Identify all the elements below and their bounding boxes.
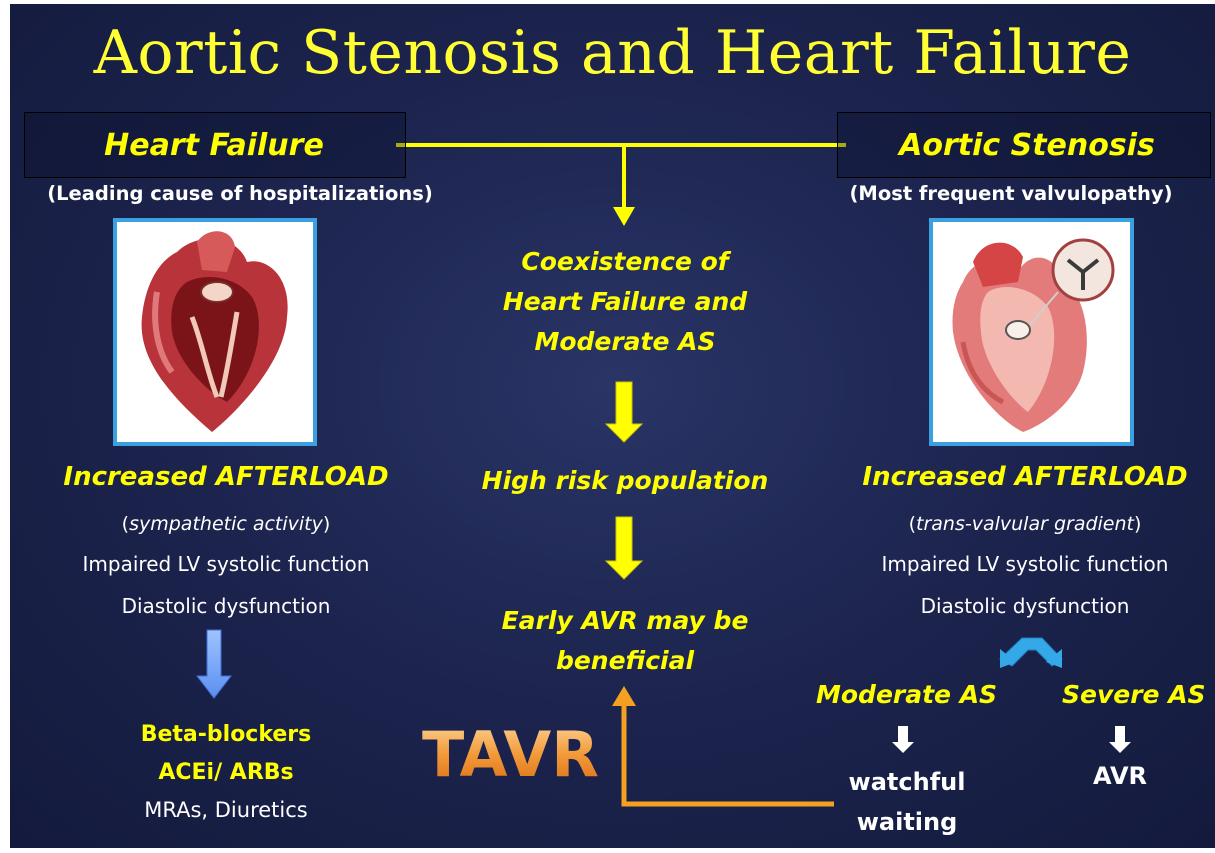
treatment-acei-arbs: ACEi/ ARBs: [26, 760, 426, 785]
heart-failure-subheading: (Leading cause of hospitalizations): [14, 182, 466, 205]
white-down-arrow-icon: [1109, 726, 1131, 753]
feedback-arrow-line: [624, 704, 834, 804]
white-down-arrow-icon: [892, 726, 914, 753]
left-line2: Diastolic dysfunction: [26, 594, 426, 618]
right-line1: Impaired LV systolic function: [840, 552, 1210, 576]
right-afterload: Increased AFTERLOAD: [840, 462, 1210, 492]
coexistence-text: Coexistence of Heart Failure and Moderat…: [450, 242, 800, 362]
blue-down-arrow-icon: [197, 630, 231, 698]
block-arrow-icon: [606, 517, 642, 579]
risk-text: High risk population: [430, 466, 820, 495]
left-cause: (sympathetic activity): [26, 513, 426, 535]
right-line2: Diastolic dysfunction: [840, 594, 1210, 618]
severe-as-label: Severe AS: [1062, 680, 1206, 709]
block-arrow-icon: [606, 382, 642, 442]
left-line1: Impaired LV systolic function: [26, 552, 426, 576]
heart-failure-image: [113, 218, 317, 446]
treatment-beta-blockers: Beta-blockers: [26, 722, 426, 747]
aortic-stenosis-subheading: (Most frequent valvulopathy): [810, 182, 1212, 205]
heart-failure-heading: Heart Failure: [24, 128, 404, 163]
left-afterload: Increased AFTERLOAD: [26, 462, 426, 492]
moderate-as-label: Moderate AS: [816, 680, 997, 709]
aortic-stenosis-illustration-icon: [933, 222, 1130, 442]
right-cause: (trans-valvular gradient): [840, 513, 1210, 535]
watchful-waiting-text: watchful waiting: [822, 762, 992, 842]
down-arrow-icon: [613, 207, 635, 226]
avr-text: AVR: [1070, 762, 1170, 790]
tavr-label: TAVR: [422, 718, 599, 791]
aortic-stenosis-image: [929, 218, 1134, 446]
heart-failure-illustration-icon: [117, 222, 313, 442]
treatment-mras-diuretics: MRAs, Diuretics: [26, 798, 426, 822]
early-avr-text: Early AVR may be beneficial: [450, 601, 800, 681]
slide: Aortic Stenosis and Heart Failure Heart …: [10, 4, 1215, 848]
up-arrow-icon: [612, 686, 636, 706]
aortic-stenosis-heading: Aortic Stenosis: [837, 128, 1215, 163]
